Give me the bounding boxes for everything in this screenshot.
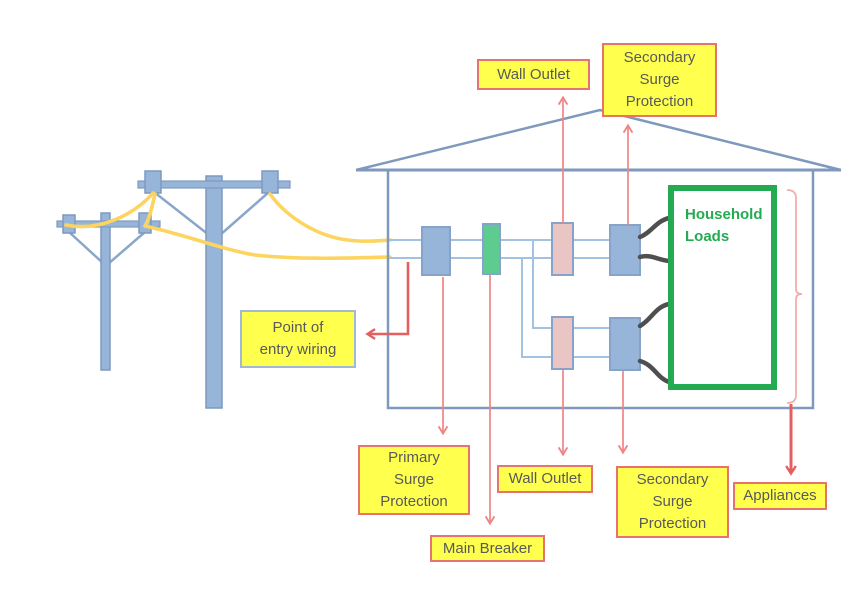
pole-brace xyxy=(153,191,210,236)
label-wall-outlet-top: Wall Outlet xyxy=(477,59,590,90)
pole-brace xyxy=(68,231,105,265)
circuit-wire xyxy=(450,239,483,259)
label-secondary-surge-bottom: Secondary Surge Protection xyxy=(616,466,729,538)
house-walls xyxy=(386,170,815,410)
pole-transformer xyxy=(261,170,279,194)
pole-brace xyxy=(107,231,146,265)
house-outline xyxy=(355,108,842,410)
circuit-wire xyxy=(573,327,610,358)
callout-arrows-thin xyxy=(437,95,634,526)
service-drop-line xyxy=(143,224,392,261)
arrow-point-of-entry xyxy=(365,262,410,340)
power-line xyxy=(64,191,155,229)
pole-mast xyxy=(205,175,223,409)
circuit-wire xyxy=(573,239,610,259)
appliance-cords xyxy=(637,215,672,385)
house-roof xyxy=(355,108,842,172)
utility-pole-small xyxy=(56,212,161,371)
circuit-wire xyxy=(500,239,552,259)
branch-wire xyxy=(532,240,552,329)
secondary-surge-device-bottom xyxy=(609,317,641,371)
label-wall-outlet-bottom: Wall Outlet xyxy=(497,465,593,493)
appliance-cord xyxy=(637,253,672,264)
pole-mast xyxy=(100,212,111,371)
branch-wire xyxy=(521,258,552,358)
primary-surge-protection-device xyxy=(421,226,451,276)
appliance-cord xyxy=(637,301,672,329)
entry-wires xyxy=(389,239,422,259)
secondary-surge-device-top xyxy=(609,224,641,276)
label-main-breaker: Main Breaker xyxy=(430,535,545,562)
appliance-cord xyxy=(637,358,672,385)
wall-outlet-device-top xyxy=(551,222,574,276)
pole-brace xyxy=(219,191,270,236)
service-drop-line xyxy=(268,192,392,243)
label-point-of-entry: Point of entry wiring xyxy=(240,310,356,368)
label-primary-surge: Primary Surge Protection xyxy=(358,445,470,515)
label-secondary-surge-top: Secondary Surge Protection xyxy=(602,43,717,117)
label-appliances: Appliances xyxy=(733,482,827,510)
wall-outlet-device-bottom xyxy=(551,316,574,370)
household-loads-box xyxy=(668,185,777,390)
interior-wiring xyxy=(389,239,610,358)
pole-transformer xyxy=(144,170,162,194)
appliance-cord xyxy=(637,215,672,240)
utility-pole-large xyxy=(137,170,291,409)
main-breaker-device xyxy=(482,223,501,275)
power-lines xyxy=(64,191,392,261)
loads-brace xyxy=(786,189,803,404)
pole-crossarm xyxy=(137,180,291,189)
label-household-loads: Household Loads xyxy=(685,206,763,245)
power-line xyxy=(143,192,157,228)
